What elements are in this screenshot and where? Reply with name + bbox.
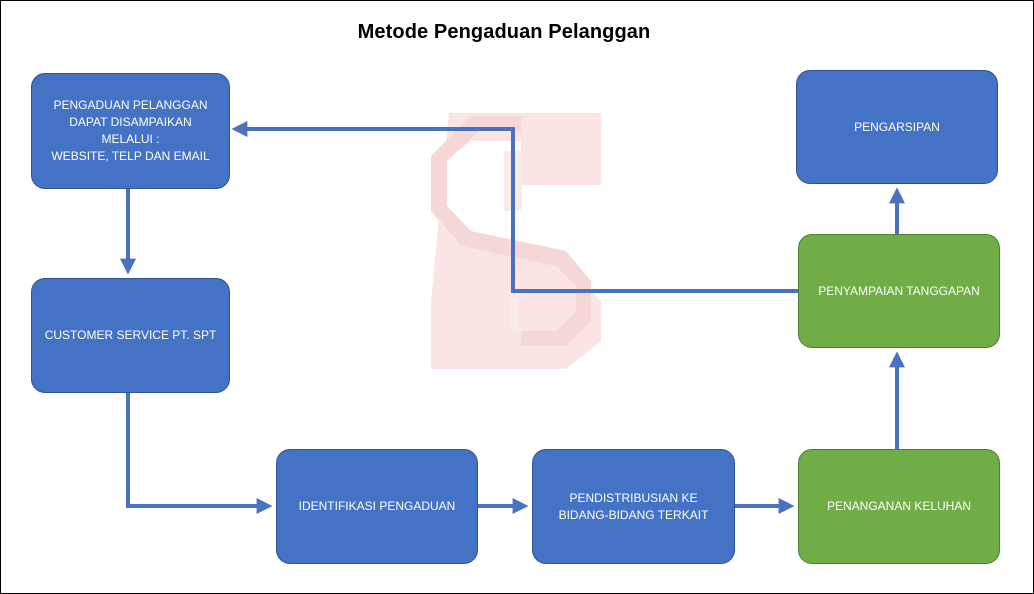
- node-identifikasi-pengaduan: IDENTIFIKASI PENGADUAN: [276, 449, 478, 564]
- node-pengarsipan: PENGARSIPAN: [796, 70, 998, 184]
- page-title: Metode Pengaduan Pelanggan: [357, 21, 651, 43]
- node-penyampaian-tanggapan: PENYAMPAIAN TANGGAPAN: [798, 234, 1000, 348]
- connector-cs-to-identifikasi: [126, 393, 273, 514]
- node-pengaduan-pelanggan: PENGADUAN PELANGGAN DAPAT DISAMPAIKAN ME…: [31, 73, 230, 189]
- connector-penyampaian-to-pengaduan: [231, 121, 798, 293]
- node-pendistribusian: PENDISTRIBUSIAN KE BIDANG-BIDANG TERKAIT: [532, 449, 735, 564]
- node-customer-service: CUSTOMER SERVICE PT. SPT: [31, 278, 230, 393]
- node-penanganan-keluhan: PENANGANAN KELUHAN: [798, 449, 1000, 564]
